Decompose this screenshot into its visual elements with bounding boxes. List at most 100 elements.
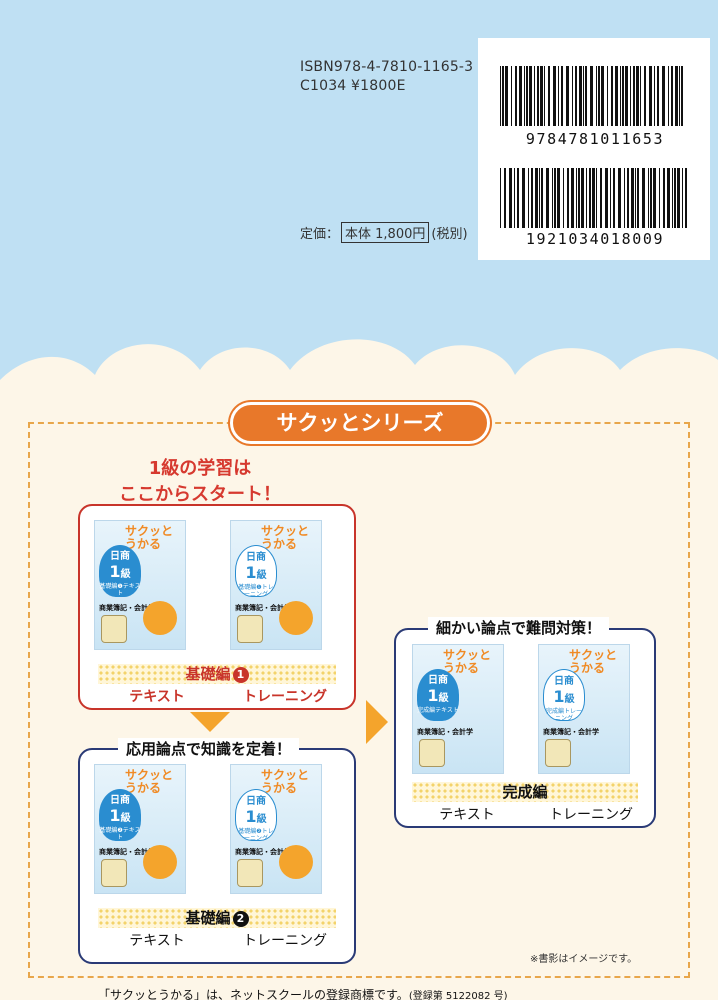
barcode-bar (537, 66, 539, 126)
barcode-bar (553, 66, 556, 126)
barcode-bar (552, 168, 553, 228)
barcode-bar (644, 66, 646, 126)
mascot-icon (237, 859, 263, 887)
arrow-right-icon (366, 700, 388, 744)
barcode-bar (541, 168, 543, 228)
barcode-bar (620, 66, 621, 126)
barcode-bar (567, 168, 569, 228)
series-title: サクッとシリーズ (230, 402, 490, 444)
mascot-icon (419, 739, 445, 767)
barcode-bar (544, 66, 545, 126)
barcode-bar (528, 168, 529, 228)
barcode-bar (649, 66, 652, 126)
barcode-bar (540, 66, 543, 126)
barcode-top (500, 66, 683, 126)
barcode-bar (679, 66, 680, 126)
barcode-bar (578, 168, 580, 228)
barcode-bar (576, 168, 577, 228)
arrow-down-icon (190, 712, 230, 732)
barcode-bar (618, 168, 621, 228)
barcode-bar (605, 168, 608, 228)
barcode-bar (526, 66, 528, 126)
barcode-bar (610, 168, 611, 228)
barcode-bar (615, 66, 618, 126)
price-label: 定価： (300, 227, 340, 242)
barcode-bar (682, 168, 683, 228)
barcode-bar (514, 168, 515, 228)
barcode-bar (598, 66, 600, 126)
barcode-top-number: 9784781011653 (525, 130, 665, 148)
sticker-icon (143, 845, 177, 879)
classification-code: C1034 ¥1800E (300, 78, 406, 94)
barcode-bar (557, 168, 560, 228)
kiso2-training-caption: トレーニング (243, 933, 327, 949)
barcode-bar (504, 168, 506, 228)
barcode-bar (674, 168, 676, 228)
kansei-text-caption: テキスト (439, 807, 495, 823)
barcode-bar (589, 168, 591, 228)
barcode-bar (531, 168, 533, 228)
barcode-bar (668, 66, 669, 126)
kansei-label: 完成編 (502, 783, 548, 801)
barcode-bar (583, 66, 584, 126)
barcode-bar (663, 168, 665, 228)
barcode-bar (630, 66, 631, 126)
barcode-bar (592, 168, 595, 228)
barcode-bar (631, 168, 634, 228)
kiso2-band (98, 908, 336, 928)
barcode-bar (558, 66, 559, 126)
trademark-note: 「サクッとうかる」は、ネットスクールの登録商標です。(登録第 5122082 号… (98, 988, 508, 1000)
kiso2-text-caption: テキスト (129, 933, 185, 949)
barcode-bar (500, 66, 501, 126)
price-tax: (税別) (431, 227, 468, 242)
barcode-bar (572, 66, 573, 126)
barcode-bar (624, 168, 625, 228)
mascot-icon (101, 859, 127, 887)
mascot-icon (545, 739, 571, 767)
barcode-bar (563, 168, 564, 228)
barcode-bar (675, 66, 678, 126)
barcode-bar (677, 168, 680, 228)
mascot-icon (237, 615, 263, 643)
barcode-bar (600, 168, 602, 228)
kiso1-text-caption: テキスト (129, 689, 185, 705)
barcode-bar (657, 66, 659, 126)
barcode-bar (637, 168, 639, 228)
barcode-bar (654, 66, 655, 126)
barcode-bar (586, 168, 587, 228)
isbn-number: ISBN978-4-7810-1165-3 (300, 59, 474, 75)
barcode-bar (648, 168, 649, 228)
isbn-block: ISBN978-4-7810-1165-3 C1034 ¥1800E (300, 58, 473, 96)
barcode-bar (685, 168, 687, 228)
barcode-bar (627, 168, 629, 228)
barcode-bar (519, 66, 522, 126)
barcode-bar (585, 66, 587, 126)
barcode-bar (575, 66, 577, 126)
barcode-bar (511, 66, 512, 126)
sticker-icon (143, 601, 177, 635)
barcode-bar (611, 66, 613, 126)
barcode-bar (667, 168, 670, 228)
barcode-bar (535, 168, 538, 228)
mascot-icon (101, 615, 127, 643)
barcode-bar (505, 66, 508, 126)
barcode-bar (640, 66, 641, 126)
barcode-bar (671, 66, 673, 126)
barcode-bar (601, 66, 604, 126)
kansei-band (412, 782, 638, 802)
price-block: 定価： 本体 1,800円 (税別) (300, 222, 468, 243)
barcode-bar (590, 66, 593, 126)
barcode-bar (571, 168, 574, 228)
barcode-bar (517, 168, 519, 228)
kiso1-training-caption: トレーニング (243, 689, 327, 705)
sticker-icon (279, 845, 313, 879)
barcode-bar (509, 168, 512, 228)
